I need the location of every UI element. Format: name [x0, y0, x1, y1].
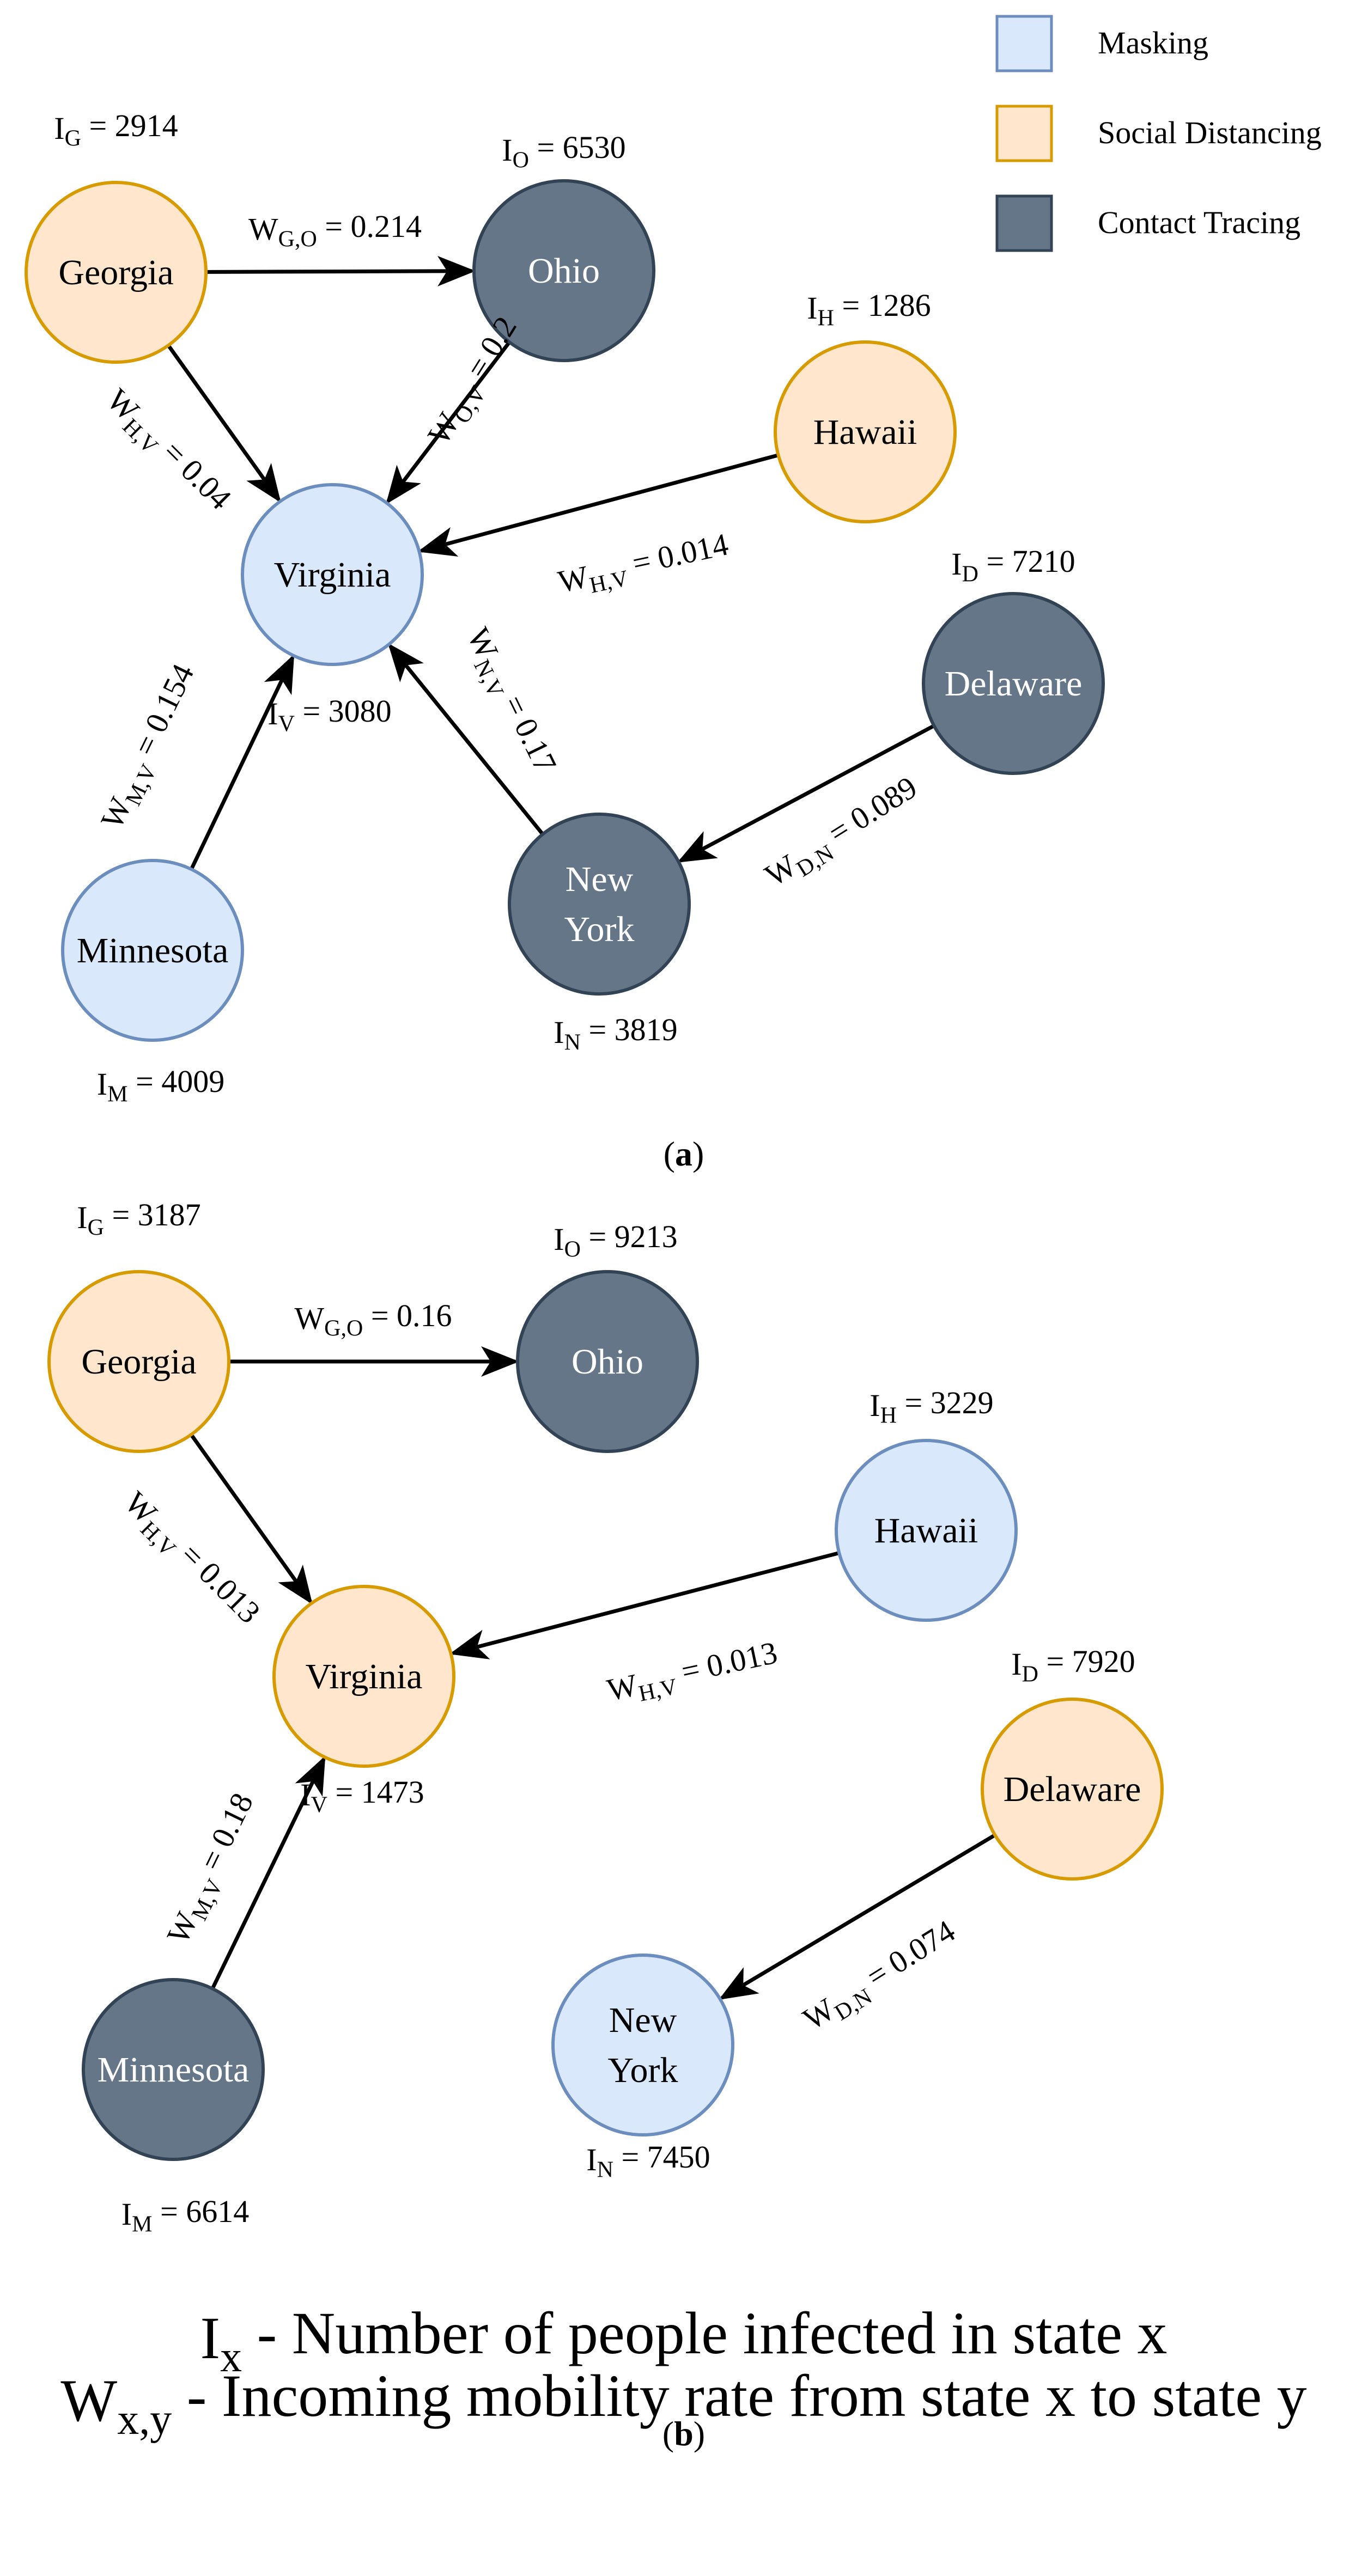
edge-label-G-V: WH,V = 0.013 [114, 1482, 267, 1635]
node-M-count: IM = 4009 [97, 1064, 224, 1107]
node-N-label: New [609, 2000, 677, 2040]
edge-label-N-V: WN,V = 0.17 [455, 621, 563, 782]
edge-label-G-O: WG,O = 0.214 [248, 209, 422, 252]
panel-a: Georgia OhioHawaiiVirginiaDelawareMinneso… [25, 108, 1105, 1173]
node-V-count: IV = 3080 [267, 693, 391, 736]
node-G-circle [47, 1270, 230, 1453]
legend-label-contact: Contact Tracing [1098, 205, 1300, 240]
footnote-2: Wx,y - Incoming mobility rate from state… [60, 2363, 1306, 2444]
node-G-label: Georgia [81, 1342, 196, 1382]
edge-label-M-V: WM,V = 0.154 [92, 658, 208, 837]
node-H-circle [774, 340, 957, 523]
node-V-circle [241, 483, 424, 666]
node-M-label: Minnesota [98, 2050, 250, 2090]
footnote-1: Ix - Number of people infected in state … [200, 2300, 1168, 2381]
edge-label-G-O: WG,O = 0.16 [294, 1298, 452, 1341]
edge-O-V [386, 341, 510, 505]
node-O-label: Ohio [571, 1342, 643, 1382]
edge-label-G-V: WH,V = 0.04 [96, 380, 239, 522]
legend-label-masking: Masking [1098, 25, 1208, 60]
edge-label-D-N: WD,N = 0.074 [795, 1913, 965, 2042]
legend-swatch-social [995, 105, 1053, 162]
edge-H-V [417, 453, 778, 557]
node-N-label: York [607, 2050, 678, 2090]
edge-label-D-N: WD,N = 0.089 [757, 770, 927, 898]
node-V-count: IV = 1473 [300, 1774, 424, 1817]
node-N-circle [551, 1954, 734, 2137]
node-N-label: York [564, 909, 634, 949]
node-M-label: Minnesota [77, 931, 229, 970]
edge-D-N [677, 724, 934, 863]
node-H-count: IH = 1286 [807, 288, 931, 331]
node-M-circle [61, 859, 244, 1042]
edge-H-V [449, 1551, 839, 1659]
node-V-label: Virginia [274, 555, 391, 595]
node-M-count: IM = 6614 [121, 2194, 249, 2237]
node-O-label: Ohio [528, 251, 600, 291]
node-D-count: ID = 7920 [1011, 1644, 1135, 1687]
panel-b-nodes: Georgia OhioHawaiiVirginiaDelawareNewYork… [47, 1270, 1164, 2161]
node-O-circle [472, 179, 655, 362]
node-H-label: Hawaii [813, 412, 917, 452]
panel-caption-b: (b) [662, 2414, 705, 2453]
node-V-circle [272, 1585, 455, 1768]
node-G-circle [25, 181, 208, 364]
edge-G-V [167, 345, 281, 503]
node-G-label: Georgia [58, 253, 173, 292]
node-D-label: Delaware [945, 664, 1083, 704]
panel-caption-a: (a) [664, 1134, 704, 1173]
edge-label-O-V: WO,V = 0.2 [418, 310, 530, 454]
node-G-count: IG = 2914 [54, 108, 178, 151]
node-O-circle [516, 1270, 699, 1453]
footnotes: Ix - Number of people infected in state … [60, 2300, 1306, 2444]
edge-label-H-V: WH,V = 0.014 [555, 526, 733, 605]
edge-M-V [211, 1755, 326, 1989]
node-G-count: IG = 3187 [77, 1197, 200, 1240]
node-D-label: Delaware [1004, 1769, 1141, 1809]
legend-swatch-contact [995, 194, 1053, 252]
legend-label-social: Social Distancing [1098, 115, 1322, 150]
edge-G-O [206, 255, 476, 286]
node-N-count: IN = 3819 [554, 1012, 677, 1055]
node-D-count: ID = 7210 [951, 544, 1075, 587]
panel-a-edges [167, 255, 934, 869]
panel-b-edges [190, 1346, 995, 2000]
node-V-label: Virginia [306, 1657, 423, 1696]
node-D-circle [981, 1698, 1164, 1881]
node-H-count: IH = 3229 [870, 1385, 993, 1428]
edge-D-N [719, 1834, 995, 2000]
node-O-count: IO = 6530 [502, 130, 625, 173]
panel-b: Georgia OhioHawaiiVirginiaDelawareNewYork… [47, 1197, 1164, 2453]
edge-N-V [387, 643, 544, 835]
edge-M-V [190, 654, 295, 869]
node-N-label: New [566, 859, 634, 899]
node-H-label: Hawaii [874, 1511, 978, 1551]
node-D-circle [922, 592, 1105, 775]
edge-label-H-V: WH,V = 0.013 [604, 1634, 782, 1713]
node-M-circle [82, 1978, 265, 2161]
panel-a-nodes: Georgia OhioHawaiiVirginiaDelawareMinneso… [25, 179, 1105, 1042]
node-H-circle [835, 1439, 1018, 1622]
node-N-circle [508, 813, 691, 996]
edge-label-M-V: WM,V = 0.18 [157, 1787, 267, 1951]
edge-G-V [190, 1434, 313, 1605]
node-O-count: IO = 9213 [554, 1219, 677, 1262]
legend-swatch-masking [995, 15, 1053, 72]
node-N-count: IN = 7450 [586, 2139, 710, 2182]
